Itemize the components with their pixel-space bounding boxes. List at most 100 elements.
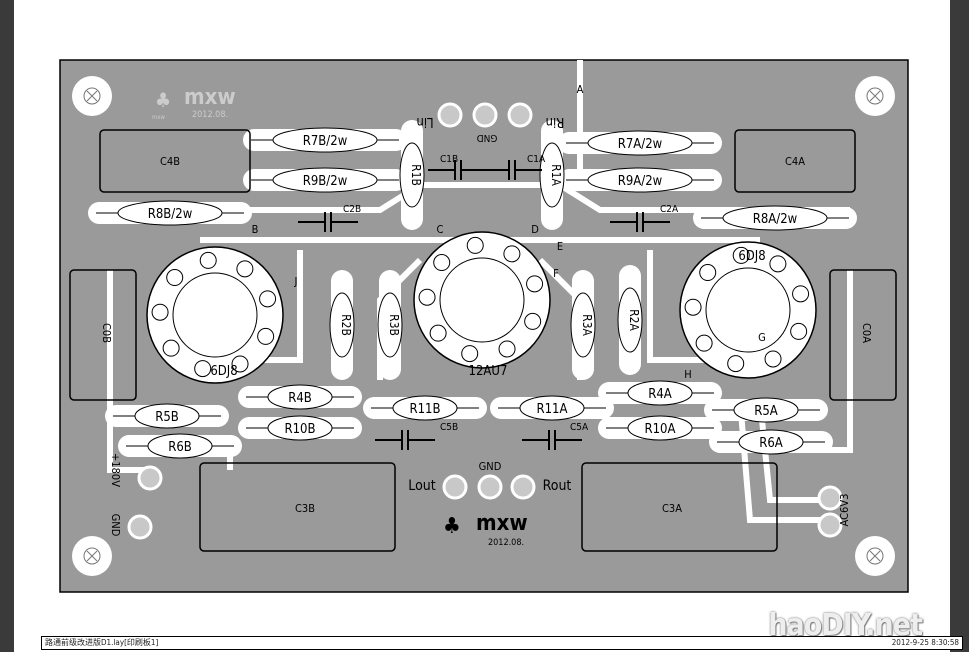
logo-small: mxw (152, 114, 165, 121)
component-label: C3B (295, 502, 315, 515)
component-label: R11A (536, 402, 567, 417)
resistor-r6b: R6B (118, 433, 242, 459)
tube-socket (413, 231, 551, 369)
component-label: C0B (100, 323, 113, 343)
resistor-r11a: R11A (490, 395, 614, 421)
component-label: C4A (785, 155, 805, 168)
connector-pad (472, 102, 498, 128)
board-label-c: C (437, 223, 444, 236)
board-label-gnd_pwr: GND (109, 514, 122, 537)
board-label-gnd_in: GND (477, 132, 498, 143)
board-label-e: E (557, 240, 563, 253)
resistor-r9a: R9A/2w (558, 167, 722, 193)
board-label-f: F (553, 267, 559, 280)
capacitor-c0a: C0A (829, 269, 897, 401)
resistor-r10a: R10A (598, 415, 722, 441)
component-label: R10B (284, 422, 315, 437)
resistor-r2a: R2A (617, 265, 643, 375)
capacitor-c3a: C3A (581, 462, 778, 552)
component-label: R5A (754, 404, 778, 419)
capacitor-c3b: C3B (199, 462, 396, 552)
connector-pad (507, 102, 533, 128)
resistor-r1a: R1A (539, 120, 565, 230)
connector-pad (437, 102, 463, 128)
capacitor-c5a: C5A (522, 422, 589, 450)
resistor-r3a: R3A (570, 270, 596, 380)
connector-pad (817, 512, 843, 538)
connector-pad (477, 474, 503, 500)
resistor-r8a: R8A/2w (693, 205, 857, 231)
resistor-r9b: R9B/2w (243, 167, 407, 193)
capacitor-c0b: C0B (69, 269, 137, 401)
capacitor-c4b: C4B (99, 129, 251, 193)
component-label: R8B/2w (148, 207, 193, 222)
connector-pad (510, 474, 536, 500)
component-label: R5B (155, 410, 179, 425)
component-label: R9A/2w (618, 174, 663, 189)
resistor-r8b: R8B/2w (88, 200, 252, 226)
component-label: R2B (339, 314, 353, 336)
board-label-tubel: 6DJ8 (210, 364, 237, 379)
component-label: R3B (387, 314, 401, 336)
capacitor-c4a: C4A (734, 129, 856, 193)
resistor-r6a: R6A (709, 429, 833, 455)
board-label-j: J (294, 275, 298, 288)
capacitor-c2a: C2A (610, 204, 679, 232)
logo-text: mxw (184, 85, 236, 110)
board-label-a: A (577, 83, 584, 96)
capacitor-c2b: C2B (298, 204, 361, 232)
component-label: R9B/2w (303, 174, 348, 189)
component-label: C0A (860, 323, 873, 343)
component-label: C5B (440, 422, 458, 433)
component-label: R3A (580, 314, 594, 336)
board-label-tuber: 6DJ8 (738, 249, 765, 264)
mounting-hole (72, 536, 112, 576)
component-label: C3A (662, 502, 682, 515)
board-label-lout: Lout (408, 478, 435, 494)
file-name: 路通前级改进版D1.lay (45, 638, 125, 647)
tube-socket (679, 241, 817, 379)
component-label: C2B (343, 204, 361, 215)
logo-text: mxw (476, 511, 528, 536)
capacitor-c1b: C1B (428, 154, 488, 180)
capacitor-c1a: C1A (482, 154, 546, 180)
component-label: C5A (570, 422, 589, 433)
component-label: C4B (160, 155, 180, 168)
layer-name: [印刷板1] (124, 638, 159, 647)
component-label: R8A/2w (753, 212, 798, 227)
connector-pad (442, 474, 468, 500)
board-label-tubec: 12AU7 (469, 364, 508, 379)
component-label: R7B/2w (303, 134, 348, 149)
board-label-d: D (531, 223, 539, 236)
connector-pad (817, 485, 843, 511)
component-label: R6B (168, 440, 192, 455)
component-label: R1B (409, 164, 423, 186)
logo-date: 2012.08. (488, 538, 524, 548)
component-label: C1A (527, 154, 546, 165)
resistor-r10b: R10B (238, 415, 362, 441)
component-label: R7A/2w (618, 137, 663, 152)
mounting-hole (855, 76, 895, 116)
component-label: R4A (648, 387, 672, 402)
board-label-b: B (252, 223, 259, 236)
connector-pad (127, 514, 153, 540)
component-label: C2A (660, 204, 679, 215)
component-label: R1A (549, 164, 563, 186)
club-icon: ♣ (155, 88, 171, 112)
logo-date: 2012.08. (192, 110, 228, 120)
component-label: R2A (627, 309, 641, 331)
board-label-g: G (758, 331, 766, 344)
status-footer: 路通前级改进版D1.lay[印刷板1] 2012-9-25 8:30:58 (41, 636, 963, 650)
resistor-r4a: R4A (598, 380, 722, 406)
board-label-rout: Rout (543, 478, 572, 494)
resistor-r1b: R1B (399, 120, 425, 230)
board-label-h: H (684, 368, 691, 381)
board-label-ac: AC6V3 (838, 494, 851, 527)
timestamp: 2012-9-25 8:30:58 (891, 638, 959, 647)
board-label-v180: +180V (109, 453, 122, 487)
board-label-gnd_out: GND (479, 460, 502, 473)
